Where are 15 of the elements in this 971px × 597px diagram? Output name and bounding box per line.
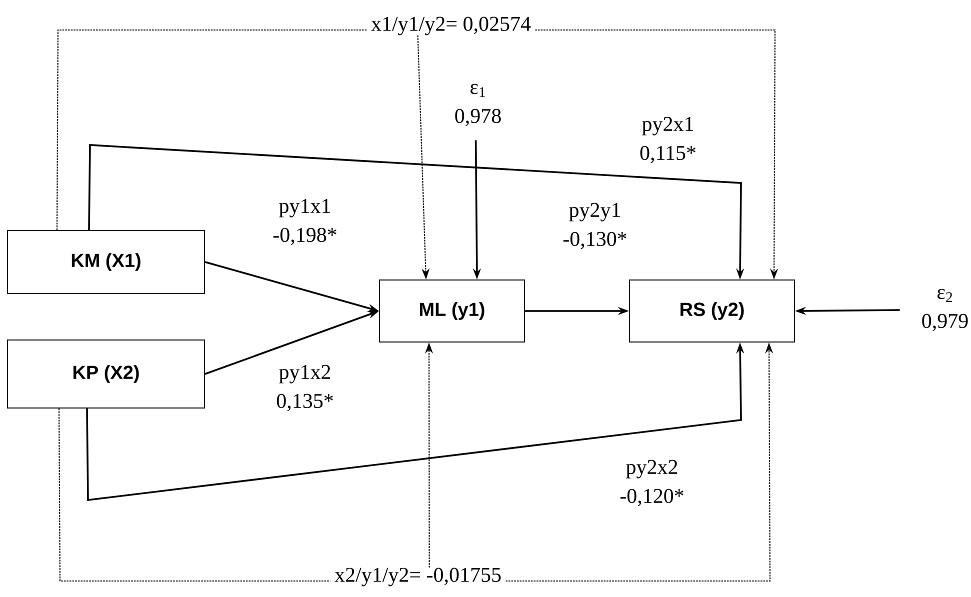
dotted-line [58, 408, 330, 582]
edge-label: py1x1 -0,198* [273, 198, 336, 246]
variable-box: RS (y2) [629, 280, 795, 342]
edge-label: py2y1 -0,130* [563, 202, 626, 250]
correlation-label: x2/y1/y2= -0,01755 [334, 568, 501, 586]
variable-box: ML (y1) [379, 280, 525, 342]
error-term: ε$_{1}$ 0,978 [455, 84, 501, 126]
dotted-line [56, 29, 367, 230]
variable-box: KM (X1) [7, 230, 205, 294]
correlation-label: x1/y1/y2= 0,02574 [371, 16, 531, 36]
variable-box: KP (X2) [7, 340, 205, 408]
error-term: ε$_{2}$ 0,979 [922, 288, 968, 332]
edge-label: py1x2 0,135* [276, 364, 333, 412]
edge-label: py2x2 -0,120* [620, 460, 684, 506]
edge-label: py2x1 0,115* [640, 116, 696, 164]
